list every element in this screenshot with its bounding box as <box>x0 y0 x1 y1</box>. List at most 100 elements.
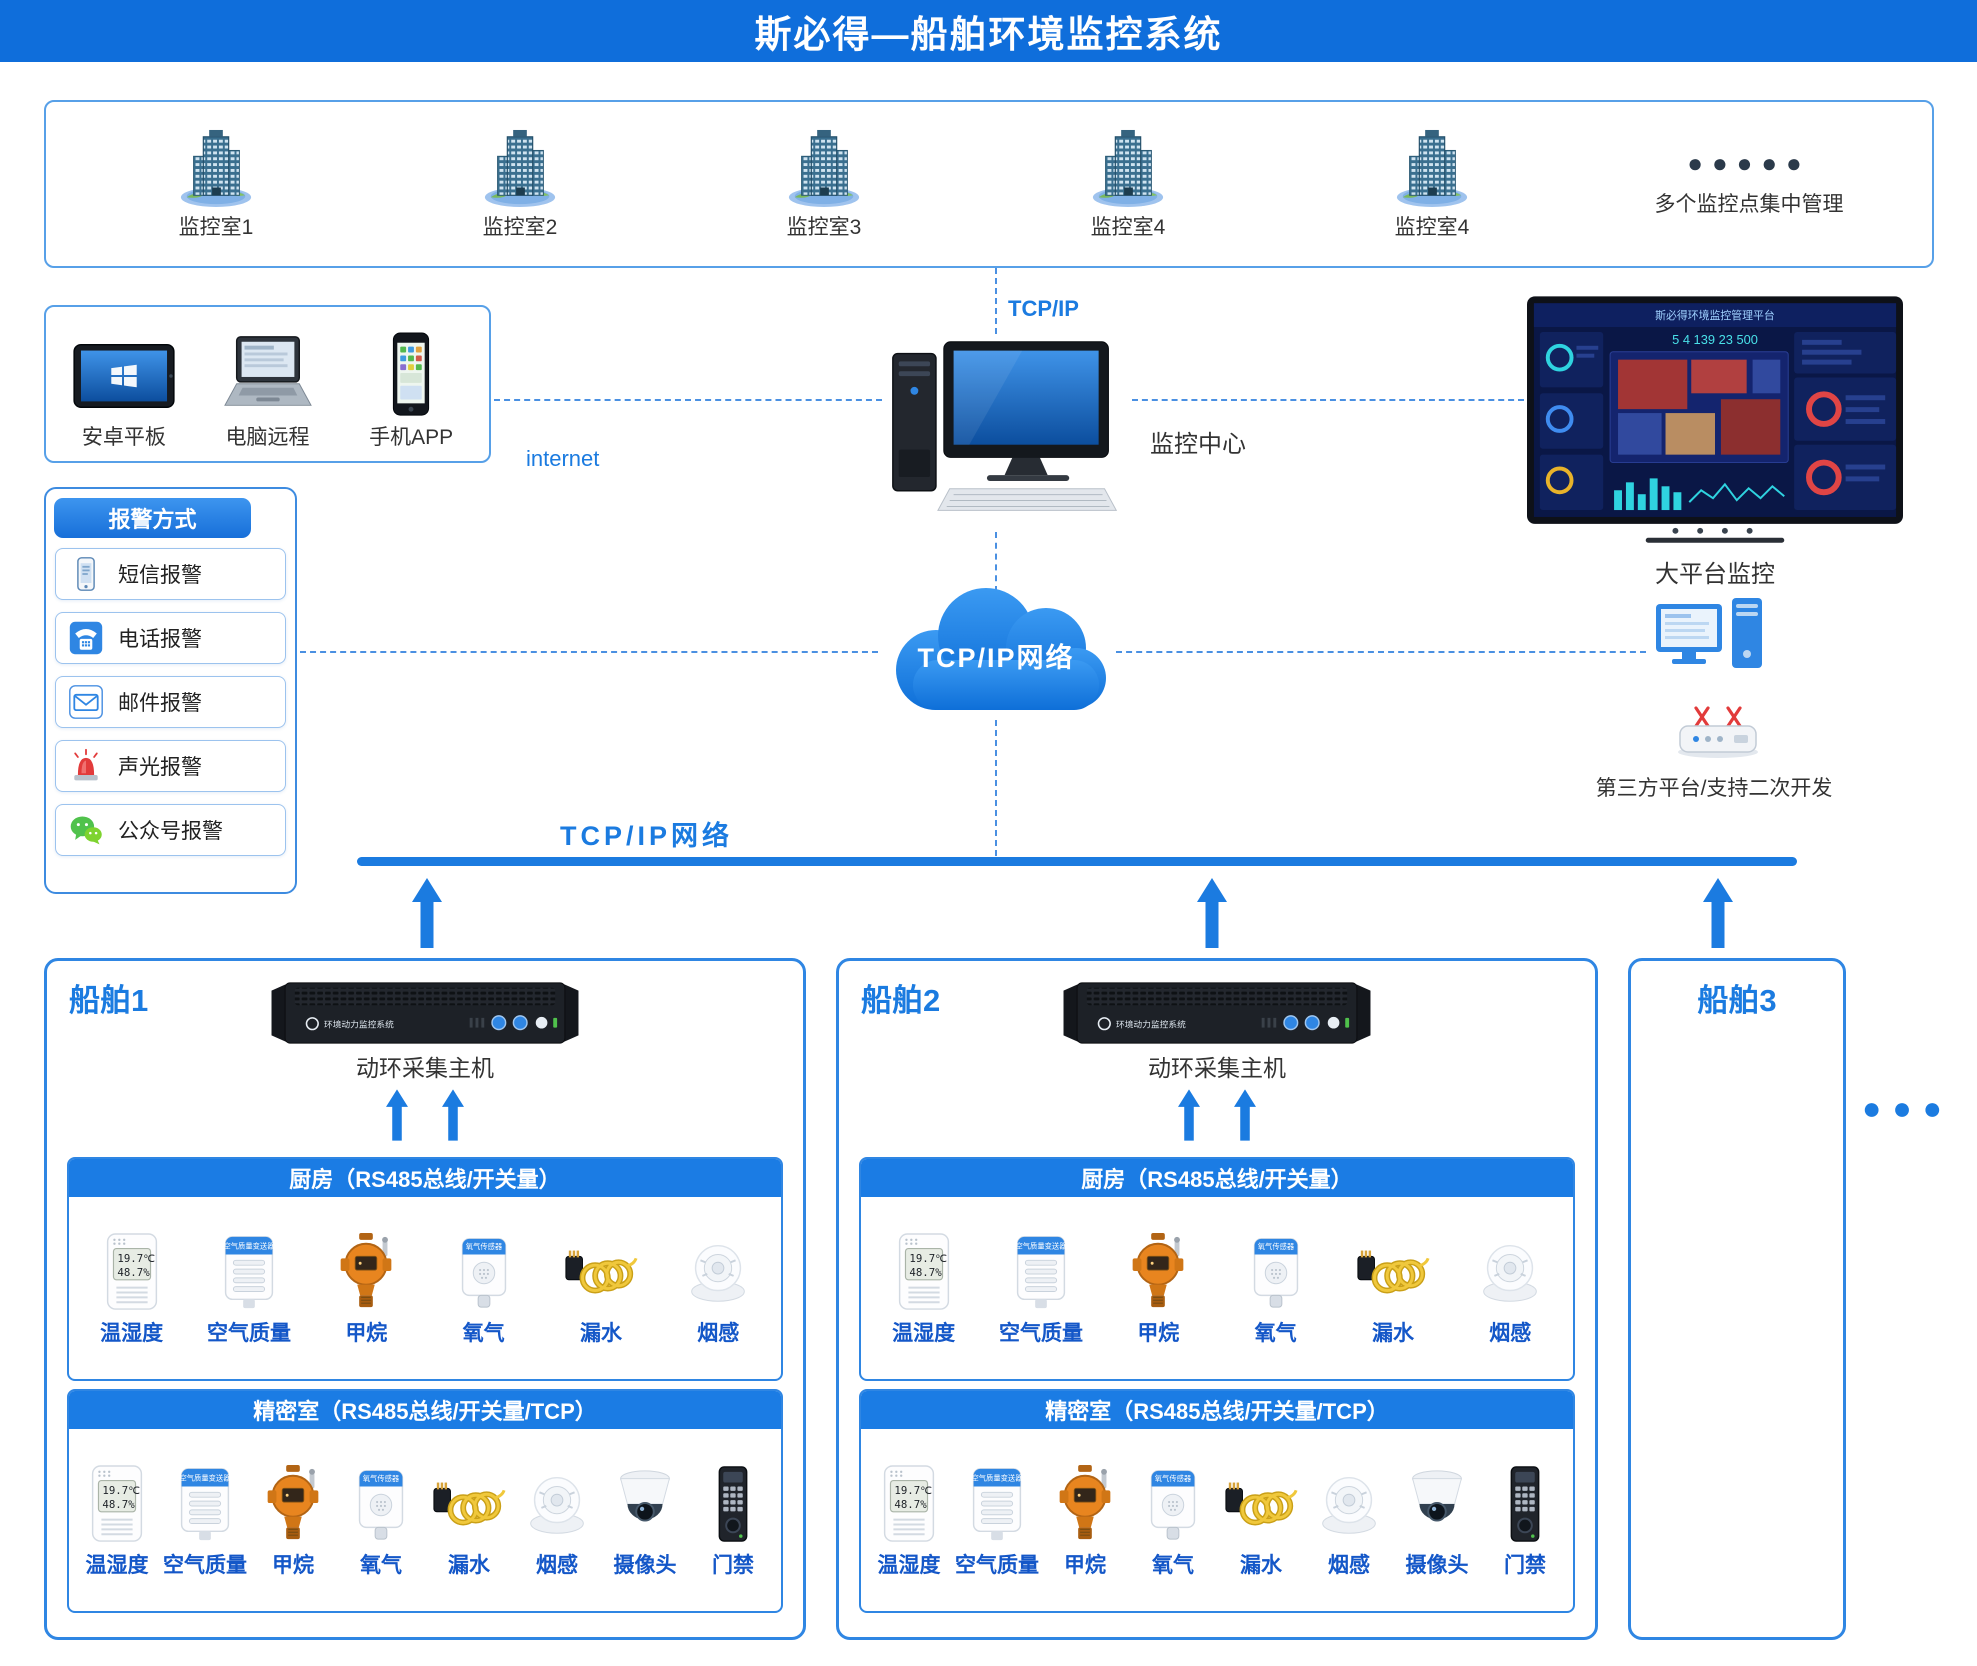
tcpip-bus-bar <box>357 857 1797 866</box>
temp-humidity-sensor-icon <box>870 1463 948 1545</box>
sensor-label: 温湿度 <box>85 1554 149 1577</box>
methane-sensor-icon <box>1119 1231 1197 1313</box>
alarm-item-label: 声光报警 <box>118 756 202 779</box>
sensor-item: 门禁 <box>1481 1463 1569 1579</box>
sensor-label: 氧气 <box>1152 1554 1194 1577</box>
sensor-item: 空气质量 <box>953 1463 1041 1579</box>
sensor-item: 漏水 <box>542 1231 659 1347</box>
sensor-item: 空气质量 <box>161 1463 249 1579</box>
daq-host-label: 动环采集主机 <box>1148 1055 1286 1081</box>
sensor-label: 空气质量 <box>206 1322 291 1345</box>
sensor-label: 烟感 <box>1328 1554 1370 1577</box>
sensor-label: 氧气 <box>462 1322 505 1345</box>
sensor-item: 漏水 <box>425 1463 513 1579</box>
air-quality-sensor-icon <box>166 1463 244 1545</box>
monitor-room: 监控室2 <box>368 127 672 241</box>
sensor-label: 温湿度 <box>892 1322 956 1345</box>
sensor-item: 门禁 <box>689 1463 777 1579</box>
sensor-item: 摄像头 <box>601 1463 689 1579</box>
page-title: 斯必得—船舶环境监控系统 <box>754 14 1223 55</box>
alarm-item-label: 电话报警 <box>118 628 202 651</box>
monitor-center-computer-icon <box>892 341 1118 511</box>
alarm-item-label: 短信报警 <box>118 564 202 587</box>
screen-title-text: 斯必得环境监控管理平台 <box>1655 308 1775 322</box>
monitor-room: 监控室4 <box>976 127 1280 241</box>
methane-sensor-icon <box>254 1463 332 1545</box>
third-party-label: 第三方平台/支持二次开发 <box>1595 777 1833 800</box>
alarm-panel-title: 报警方式 <box>54 498 251 538</box>
monitor-room: 监控室3 <box>672 127 976 241</box>
sensor-item: 烟感 <box>1305 1463 1393 1579</box>
more-ships-dots: ●●● <box>1862 1090 1953 1126</box>
daq-host-icon <box>1061 979 1373 1047</box>
connector-center-to-cloud <box>995 532 997 592</box>
ship-box-1: 船舶1 动环采集主机 厨房（RS485总线/开关量） 温湿度 <box>44 958 806 1640</box>
sensor-item: 空气质量 <box>190 1231 307 1347</box>
ship1-body: 动环采集主机 厨房（RS485总线/开关量） 温湿度 <box>47 961 803 1613</box>
sensor-label: 温湿度 <box>100 1322 164 1345</box>
up-arrow-ship3 <box>1703 878 1733 948</box>
sensor-label: 甲烷 <box>272 1554 314 1577</box>
connector-remote-to-center <box>494 399 882 401</box>
section-header-kitchen: 厨房（RS485总线/开关量） <box>69 1159 781 1197</box>
sensor-row: 温湿度 空气质量 甲烷 <box>861 1429 1573 1611</box>
sensor-row: 温湿度 空气质量 甲烷 <box>861 1197 1573 1379</box>
sensor-label: 氧气 <box>1254 1322 1297 1345</box>
ship3-title: 船舶3 <box>1697 983 1777 1018</box>
sensor-label: 漏水 <box>579 1322 622 1345</box>
oxygen-sensor-icon <box>1134 1463 1212 1545</box>
sensor-item: 甲烷 <box>1041 1463 1129 1579</box>
sensor-item: 氧气 <box>337 1463 425 1579</box>
up-arrow-icon <box>1178 1087 1200 1143</box>
remote-access-label: 安卓平板 <box>81 426 166 449</box>
remote-access-label: 电脑远程 <box>225 426 310 449</box>
sensor-label: 烟感 <box>697 1322 740 1345</box>
bus-label: TCP/IP网络 <box>560 821 734 851</box>
siren-alarm-icon <box>68 748 104 784</box>
connector-alarm-to-cloud <box>300 651 878 653</box>
oxygen-sensor-icon <box>445 1231 523 1313</box>
alarm-panel: 报警方式 短信报警 电话报警 邮件报警 声光报警 公众 <box>44 487 297 894</box>
smoke-sensor-icon <box>518 1463 596 1545</box>
alarm-item-label: 公众号报警 <box>118 820 223 843</box>
sensor-item: 甲烷 <box>249 1463 337 1579</box>
alarm-item: 电话报警 <box>55 612 286 664</box>
monitor-room: 监控室1 <box>64 127 368 241</box>
sensor-label: 漏水 <box>448 1554 490 1577</box>
ship1-arrows <box>386 1087 464 1143</box>
sensor-label: 甲烷 <box>345 1322 388 1345</box>
water-leak-sensor-icon <box>430 1463 508 1545</box>
ship2-body: 动环采集主机 厨房（RS485总线/开关量） 温湿度 <box>839 961 1595 1613</box>
up-arrow-icon <box>442 1087 464 1143</box>
sensor-label: 甲烷 <box>1137 1322 1180 1345</box>
sensor-label: 甲烷 <box>1064 1554 1106 1577</box>
alarm-item-label: 邮件报警 <box>118 692 202 715</box>
remote-access-item: 手机APP <box>357 331 465 451</box>
building-icon <box>785 127 863 209</box>
smoke-sensor-icon <box>1310 1463 1388 1545</box>
smoke-sensor-icon <box>679 1231 757 1313</box>
up-arrow-icon <box>386 1087 408 1143</box>
alarm-item: 邮件报警 <box>55 676 286 728</box>
tcpip-cloud <box>896 588 1106 710</box>
remote-access-box: 安卓平板 电脑远程 手机APP <box>44 305 491 463</box>
tcpip-cloud-label: TCP/IP网络 <box>917 643 1075 673</box>
alarm-item: 声光报警 <box>55 740 286 792</box>
up-arrow-ship2 <box>1197 878 1227 948</box>
sensor-item: 甲烷 <box>1100 1231 1217 1347</box>
ship1-precision-section: 精密室（RS485总线/开关量/TCP） 温湿度 空气质量 <box>67 1389 783 1613</box>
sensor-item: 烟感 <box>513 1463 601 1579</box>
connector-cloud-to-bus <box>995 720 997 856</box>
more-monitor-points-label: 多个监控点集中管理 <box>1654 193 1844 216</box>
sensor-item: 摄像头 <box>1393 1463 1481 1579</box>
monitor-room-label: 监控室4 <box>1394 216 1470 239</box>
ellipsis-dots: ●●●●● <box>1687 148 1811 178</box>
monitor-rooms-row: 监控室1 监控室2 监控室3 监控室4 <box>64 127 1584 241</box>
oxygen-sensor-icon <box>1237 1231 1315 1313</box>
router-icon <box>1672 700 1764 762</box>
air-quality-sensor-icon <box>210 1231 288 1313</box>
smoke-sensor-icon <box>1471 1231 1549 1313</box>
page-title-bar: 斯必得—船舶环境监控系统 <box>0 0 1977 62</box>
methane-sensor-icon <box>327 1231 405 1313</box>
